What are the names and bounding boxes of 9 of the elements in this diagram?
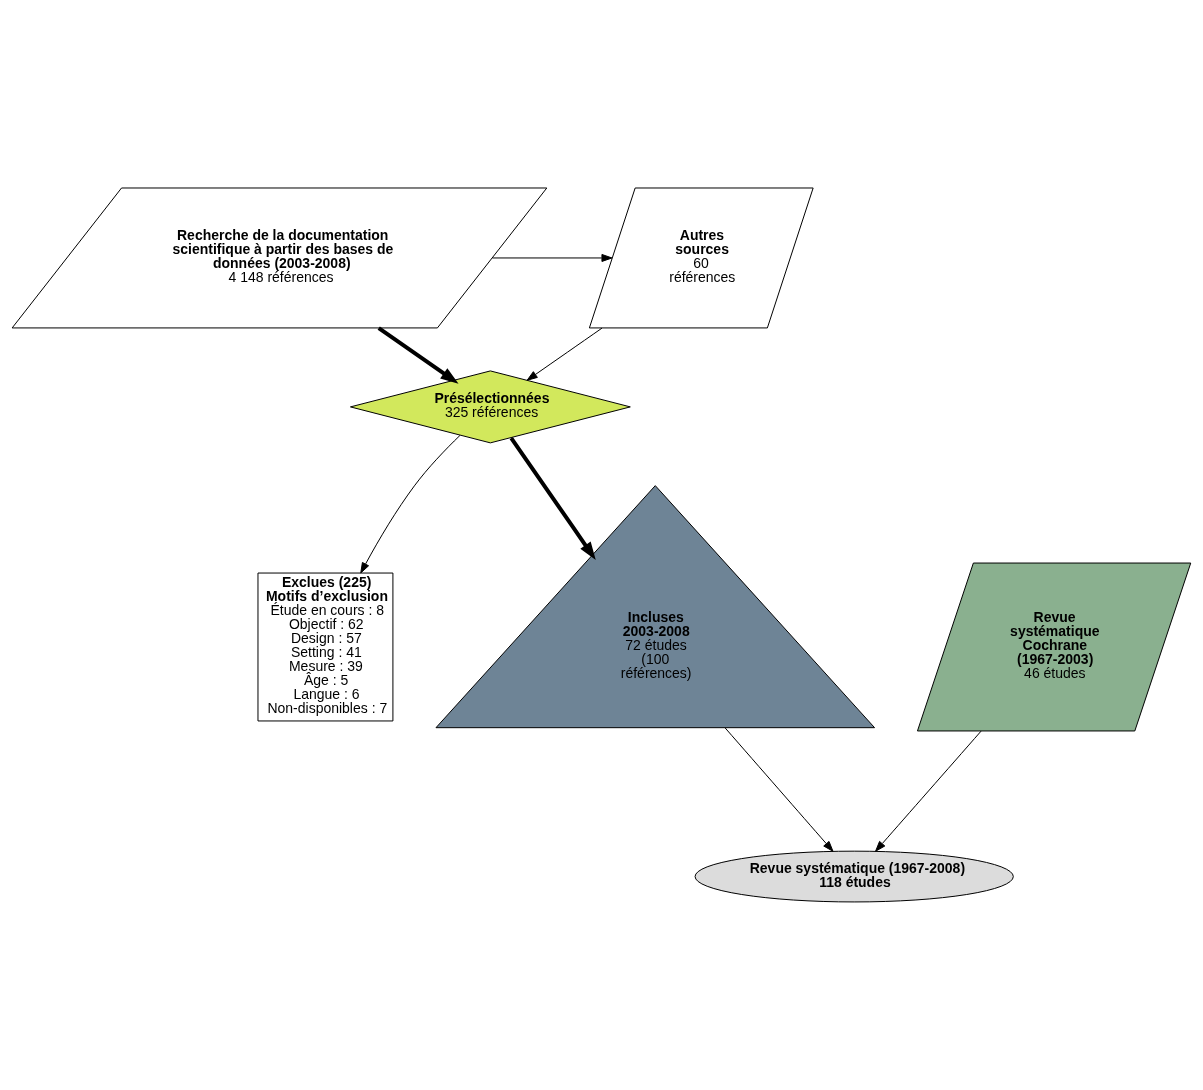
arrow (360, 435, 461, 574)
arrow (491, 253, 613, 262)
node-box: Exclues (225) Motifs d’exclusion Étude en cours : 8 Objectif : 62 Design : 57 Setting : 41 Mesure : 39 Âge : 5 Langue : 6 Non-disponibles : 7 (257, 572, 394, 722)
arrow (724, 727, 834, 852)
arrow (526, 327, 603, 381)
node-ellipse: Revue systématique (1967-2008) 118 études (694, 850, 1014, 903)
arrow (377, 326, 459, 384)
arrow (875, 730, 982, 852)
arrow (509, 436, 596, 561)
